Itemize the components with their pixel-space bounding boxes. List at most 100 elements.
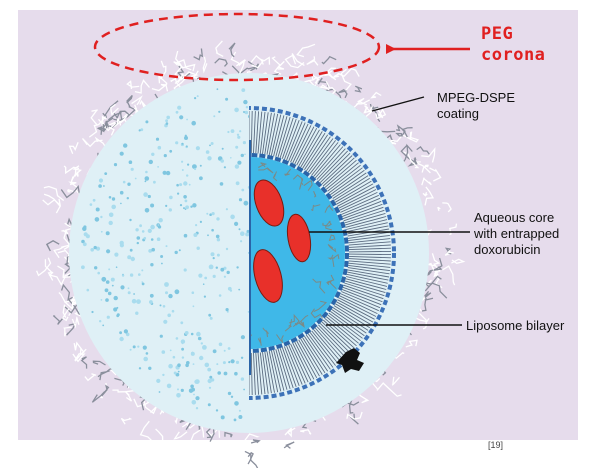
surface-dot bbox=[165, 245, 168, 248]
surface-dot bbox=[105, 280, 110, 284]
surface-dot bbox=[159, 304, 162, 307]
lipid-tail bbox=[334, 303, 372, 326]
lipid-tail bbox=[341, 200, 382, 218]
surface-dot bbox=[162, 305, 166, 308]
lipid-tail bbox=[264, 112, 272, 155]
lipid-tail bbox=[288, 344, 306, 384]
lipid-tail bbox=[311, 142, 339, 176]
surface-dot bbox=[115, 266, 118, 269]
surface-dot bbox=[223, 275, 226, 278]
peg-chain-strand bbox=[321, 55, 337, 65]
doxorubicin-crystal-1 bbox=[253, 179, 285, 227]
surface-dot bbox=[192, 203, 197, 208]
surface-dot bbox=[183, 195, 187, 199]
surface-dot bbox=[185, 145, 188, 148]
surface-dot bbox=[127, 287, 130, 290]
surface-dot bbox=[98, 184, 102, 188]
surface-dot bbox=[235, 181, 240, 186]
surface-dot bbox=[180, 339, 186, 344]
lipid-tail bbox=[286, 121, 303, 161]
surface-dot bbox=[134, 177, 137, 180]
surface-dot bbox=[240, 153, 244, 158]
surface-dot bbox=[101, 276, 107, 282]
peg-chain-strand bbox=[376, 382, 402, 397]
surface-dot bbox=[164, 282, 169, 287]
surface-dot bbox=[216, 88, 219, 91]
surface-dot bbox=[95, 207, 100, 212]
surface-dot bbox=[181, 160, 184, 163]
surface-dot bbox=[174, 289, 180, 295]
surface-dot bbox=[191, 291, 195, 295]
lipid-tail bbox=[347, 231, 390, 239]
surface-dot bbox=[191, 400, 197, 405]
surface-dot bbox=[157, 145, 162, 150]
peg-chain-strand bbox=[355, 97, 368, 106]
peg-chain-strand bbox=[71, 316, 80, 329]
lipid-tail bbox=[337, 186, 375, 207]
peg-chain-strand bbox=[238, 442, 248, 457]
surface-dot bbox=[148, 159, 153, 165]
peg-chain-strand bbox=[126, 80, 140, 90]
peg-chain-strand bbox=[395, 132, 403, 137]
reference-marker: [19] bbox=[488, 440, 504, 450]
surface-dot bbox=[194, 167, 197, 171]
lipid-tail bbox=[300, 131, 323, 168]
surface-dot bbox=[211, 228, 214, 232]
surface-dot bbox=[157, 166, 160, 168]
surface-dot bbox=[248, 114, 249, 119]
peg-chain-strand bbox=[208, 440, 224, 449]
peg-chain-strand bbox=[391, 376, 400, 386]
surface-dot bbox=[190, 384, 194, 389]
lipid-tail bbox=[275, 116, 288, 157]
surface-dot bbox=[162, 170, 167, 175]
inner-peg-strand bbox=[303, 180, 313, 191]
peg-chain-strand bbox=[250, 439, 261, 444]
peg-chain-strand bbox=[64, 301, 80, 311]
lipid-tail bbox=[340, 293, 379, 312]
lipid-tail bbox=[273, 349, 285, 391]
lipid-tail bbox=[343, 206, 384, 222]
peg-chain-strand bbox=[181, 422, 196, 429]
surface-dot bbox=[209, 213, 212, 216]
surface-dot bbox=[222, 361, 226, 365]
surface-dot bbox=[190, 205, 193, 208]
lipid-tail bbox=[345, 216, 387, 228]
inner-peg-strand bbox=[276, 334, 284, 344]
lipid-tail bbox=[294, 126, 315, 165]
peg-chain-strand bbox=[158, 74, 169, 92]
surface-dot bbox=[127, 182, 131, 186]
peg-chain-strand bbox=[67, 189, 76, 193]
surface-dot bbox=[156, 378, 161, 383]
surface-dot bbox=[81, 239, 85, 244]
lipid-tail bbox=[266, 113, 275, 155]
lipid-tail bbox=[275, 349, 288, 390]
lipid-tail bbox=[348, 264, 390, 272]
lipid-tail bbox=[290, 123, 309, 163]
surface-dot bbox=[216, 217, 220, 221]
peg-chain-strand bbox=[43, 185, 65, 202]
peg-chain-strand bbox=[173, 431, 188, 440]
surface-dot bbox=[123, 329, 128, 334]
surface-dot bbox=[240, 240, 243, 243]
lipid-tail bbox=[342, 286, 383, 303]
surface-dot bbox=[245, 232, 249, 237]
peg-chain-strand bbox=[126, 95, 133, 108]
peg-chain-strand bbox=[66, 322, 77, 336]
peg-chain-strand bbox=[421, 297, 434, 312]
surface-dot bbox=[136, 241, 139, 245]
peg-chain-strand bbox=[42, 198, 62, 207]
peg-chain-strand bbox=[421, 177, 432, 186]
surface-dot bbox=[169, 349, 172, 352]
surface-dot bbox=[143, 236, 147, 240]
surface-dot bbox=[218, 110, 221, 113]
peg-chain-strand bbox=[102, 119, 110, 130]
surface-dot bbox=[242, 141, 246, 145]
surface-dot bbox=[191, 120, 196, 126]
peg-chain-strand bbox=[247, 451, 254, 465]
peg-chain-strand bbox=[449, 223, 458, 236]
lipid-tail bbox=[318, 324, 349, 356]
surface-dot bbox=[135, 228, 139, 232]
surface-dot bbox=[234, 371, 238, 376]
surface-dot bbox=[215, 234, 220, 239]
surface-dot bbox=[244, 110, 249, 115]
